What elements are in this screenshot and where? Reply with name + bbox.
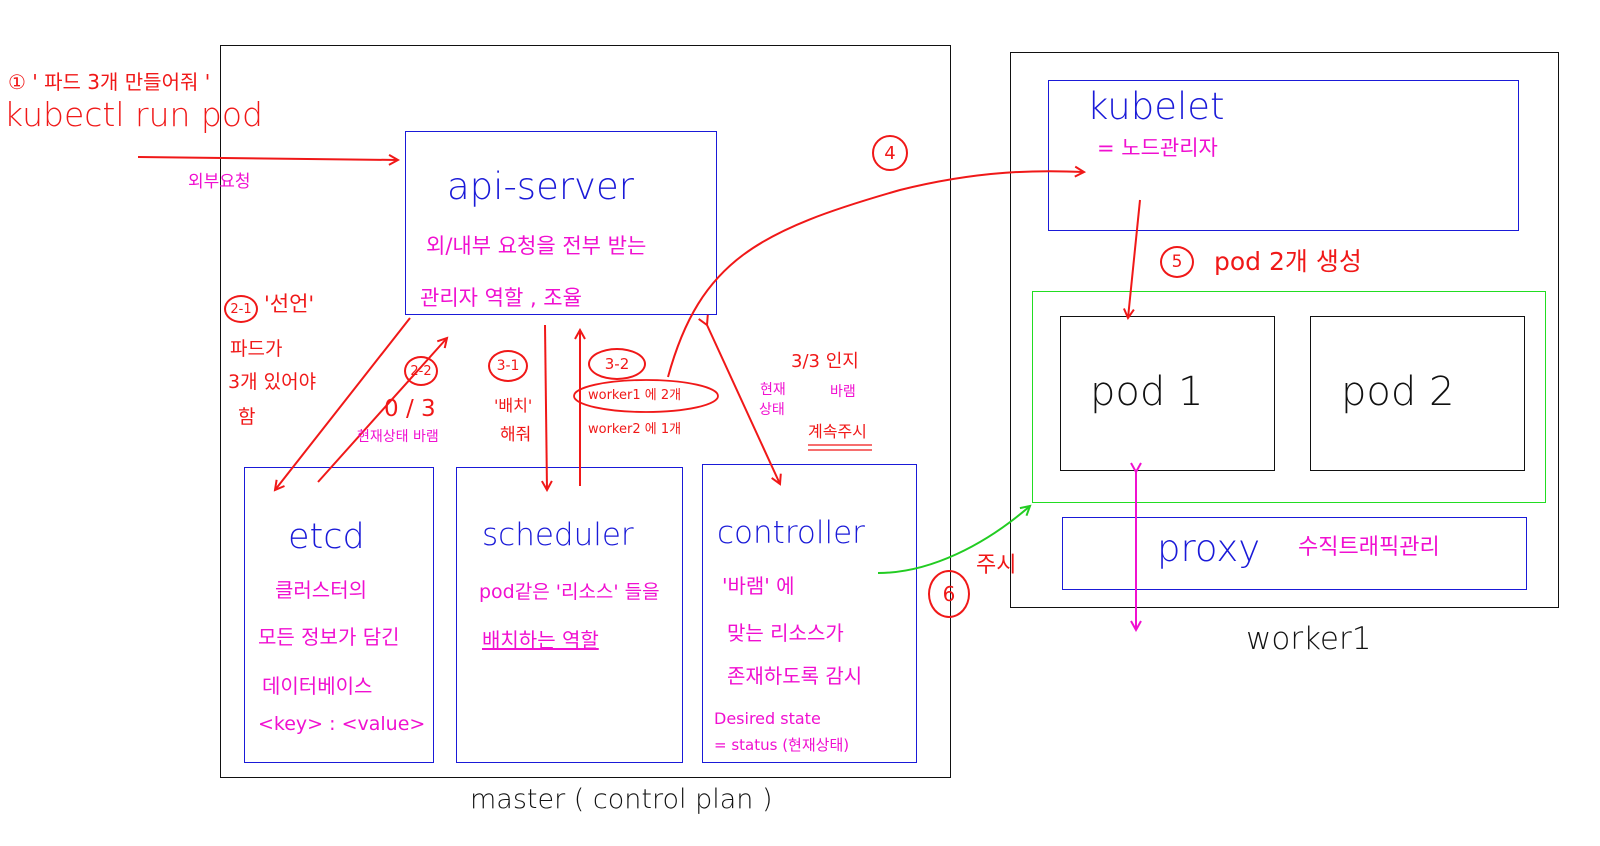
worker-node-box [1010, 52, 1559, 608]
step3-1-line2: 해줘 [500, 425, 532, 445]
master-node-box [220, 45, 951, 778]
pod1-box [1060, 316, 1275, 471]
step4-circle: 4 [872, 135, 908, 171]
etcd-line4: <key> : <value> [258, 713, 426, 735]
controller-watch: 계속주시 [808, 422, 867, 441]
arrow-api-to-scheduler [545, 324, 547, 490]
controller-box [702, 464, 917, 763]
proxy-title: proxy [1157, 527, 1261, 570]
proxy-note: 수직트래픽관리 [1298, 535, 1440, 560]
step5-circle: 5 [1160, 246, 1194, 278]
api-server-desc-line1: 외/내부 요청을 전부 받는 [426, 234, 647, 258]
scheduler-title: scheduler [482, 517, 634, 553]
step3-2-line1: worker1 에 2개 [588, 388, 682, 403]
pod2-label: pod 2 [1341, 369, 1455, 415]
api-server-title: api-server [447, 165, 634, 208]
step3-2-line2: worker2 에 1개 [588, 422, 682, 437]
etcd-box [244, 467, 434, 763]
master-caption: master ( control plan ) [470, 784, 773, 815]
step6-text: 주시 [976, 553, 1017, 578]
arrow-external-to-api [137, 157, 398, 160]
step1-label: ① ' 파드 3개 만들어줘 ' [8, 70, 211, 94]
arrow-kubelet-to-pod [1128, 199, 1141, 318]
oval-3-2 [573, 379, 719, 413]
step2-1-line2: 3개 있어야 [228, 371, 317, 393]
controller-ratio: 3/3 인지 [791, 351, 859, 372]
step2-2-circle: 2-2 [404, 356, 438, 386]
controller-line1: '바램' 에 [722, 574, 795, 598]
controller-line5: = status (현재상태) [714, 736, 850, 754]
step3-1-line1: '배치' [494, 396, 533, 415]
api-server-box [405, 131, 717, 315]
worker-caption: worker1 [1246, 621, 1372, 657]
etcd-line3: 데이터베이스 [262, 674, 373, 698]
step2-1-line1: 파드가 [230, 338, 283, 360]
controller-line4: Desired state [714, 709, 821, 728]
scheduler-line2: 배치하는 역할 [482, 628, 599, 652]
controller-line2: 맞는 리소스가 [727, 621, 844, 645]
scheduler-box [456, 467, 683, 763]
arrow-controller-watch [877, 506, 1030, 574]
controller-line3: 존재하도록 감시 [727, 664, 863, 688]
controller-current: 현재 [760, 382, 786, 398]
arrow-api-controller [707, 325, 780, 484]
pod-group-box [1032, 291, 1546, 503]
step1-command: kubectl run pod [4, 95, 263, 134]
step3-2-circle: 3-2 [588, 348, 646, 380]
pod2-box [1310, 316, 1525, 471]
step6-circle: 6 [928, 570, 970, 618]
arrow-api-to-etcd [275, 317, 411, 490]
step2-1-circle: 2-1 [224, 295, 258, 323]
scheduler-line1: pod같은 '리소스' 들을 [479, 581, 660, 603]
api-server-desc-line2: 관리자 역할 , 조율 [420, 286, 582, 310]
etcd-line1: 클러스터의 [275, 578, 367, 602]
arrow-to-kubelet [667, 171, 1084, 378]
step2-1-line3: 함 [238, 406, 256, 428]
controller-title: controller [717, 515, 865, 551]
etcd-line2: 모든 정보가 담긴 [258, 625, 400, 649]
pod1-label: pod 1 [1090, 369, 1204, 415]
kubelet-subtitle: = 노드관리자 [1097, 136, 1218, 160]
step5-text: pod 2개 생성 [1214, 247, 1362, 276]
kubelet-box [1048, 80, 1519, 231]
external-request-label: 외부요청 [188, 172, 251, 192]
controller-wish: 바램 [830, 384, 856, 400]
step2-1-title: '선언' [264, 292, 315, 316]
step2-2-desc: 현재상태 바램 [357, 429, 439, 445]
underline-watch [808, 444, 872, 451]
step3-1-circle: 3-1 [488, 350, 528, 382]
proxy-box [1062, 517, 1527, 590]
step2-2-ratio: 0 / 3 [384, 396, 436, 422]
kubelet-title: kubelet [1087, 85, 1225, 128]
controller-state: 상태 [759, 402, 785, 418]
etcd-title: etcd [288, 517, 365, 557]
